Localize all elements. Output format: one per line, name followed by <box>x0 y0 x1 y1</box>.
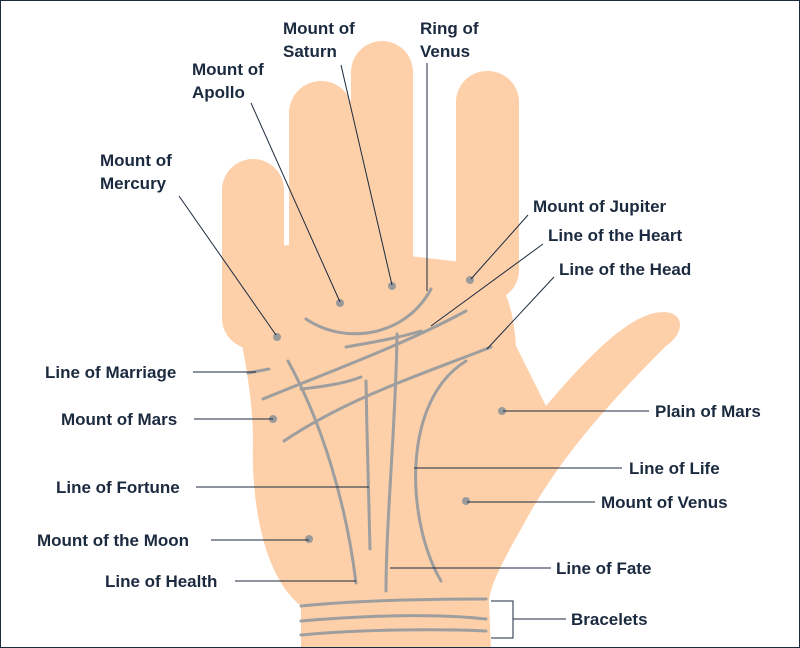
head-line <box>282 345 493 443</box>
bracelet-2 <box>299 614 488 623</box>
health-line <box>286 359 358 585</box>
label-mount-mercury-line2: Mercury <box>100 174 167 193</box>
label-mount-apollo: Mount of Apollo <box>192 60 268 102</box>
label-line-fate: Line of Fate <box>556 559 651 578</box>
dot-apollo <box>336 299 344 307</box>
fate-line <box>384 332 399 593</box>
label-mount-venus: Mount of Venus <box>601 493 728 512</box>
leader-mercury <box>178 195 277 336</box>
label-line-fortune: Line of Fortune <box>56 478 180 497</box>
leader-jupiter <box>470 214 529 280</box>
palm-and-wrist <box>231 244 680 647</box>
leader-lines <box>178 63 649 639</box>
dot-venus <box>462 497 470 505</box>
label-mount-apollo-line1: Mount of <box>192 60 264 79</box>
label-line-marriage: Line of Marriage <box>45 363 176 382</box>
heart-line-fork <box>344 329 423 349</box>
leader-apollo <box>250 102 341 303</box>
palm-lines <box>246 287 493 637</box>
label-ring-of-venus-line1: Ring of <box>420 19 479 38</box>
mars-line <box>299 375 363 391</box>
markers <box>269 276 506 543</box>
leader-saturn <box>340 64 393 286</box>
label-mount-saturn-line1: Mount of <box>283 19 355 38</box>
label-bracelets: Bracelets <box>571 610 648 629</box>
label-ring-of-venus-line2: Venus <box>420 42 470 61</box>
finger-ring <box>289 81 353 316</box>
dot-moon <box>305 535 313 543</box>
heart-line <box>261 309 468 401</box>
leader-head <box>486 276 555 350</box>
label-line-heart: Line of the Heart <box>548 226 682 245</box>
leader-bracelets-bracket <box>491 600 514 639</box>
leader-heart <box>430 243 544 327</box>
fortune-line <box>364 379 372 551</box>
label-mount-saturn: Mount of Saturn <box>283 19 359 61</box>
label-mount-moon: Mount of the Moon <box>37 531 189 550</box>
dot-mercury <box>273 333 281 341</box>
labels: Mount of Saturn Ring of Venus Mount of A… <box>37 19 761 629</box>
label-ring-of-venus: Ring of Venus <box>420 19 483 61</box>
finger-middle <box>351 41 413 306</box>
finger-little <box>222 159 284 349</box>
label-mount-saturn-line2: Saturn <box>283 42 337 61</box>
label-line-head: Line of the Head <box>559 260 691 279</box>
label-mount-apollo-line2: Apollo <box>192 83 245 102</box>
label-mount-mars: Mount of Mars <box>61 410 177 429</box>
dot-saturn <box>388 282 396 290</box>
hand <box>222 41 680 647</box>
finger-gap-seam <box>426 271 471 291</box>
label-line-life: Line of Life <box>629 459 720 478</box>
label-line-health: Line of Health <box>105 572 217 591</box>
dot-plain-mars <box>498 407 506 415</box>
label-mount-jupiter: Mount of Jupiter <box>533 197 667 216</box>
label-mount-mercury: Mount of Mercury <box>100 151 176 193</box>
life-line <box>414 359 468 583</box>
bracelet-3 <box>299 628 488 637</box>
bracelet-1 <box>299 597 488 608</box>
ring-of-venus-line <box>304 287 433 336</box>
label-plain-mars: Plain of Mars <box>655 402 761 421</box>
label-mount-mercury-line1: Mount of <box>100 151 172 170</box>
finger-index <box>456 71 519 301</box>
